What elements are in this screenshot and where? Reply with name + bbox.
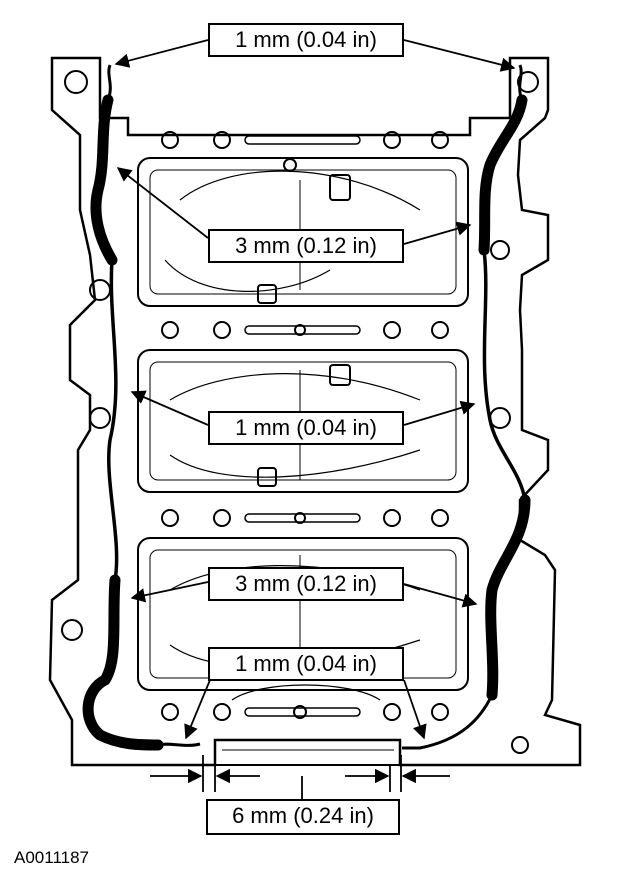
figure-id: A0011187	[14, 848, 89, 867]
callout-bottom-bead: 1 mm (0.04 in)	[208, 647, 404, 681]
block-outline	[48, 56, 582, 767]
callout-middle-bead: 1 mm (0.04 in)	[208, 411, 404, 445]
sealant-bead-right	[402, 64, 531, 750]
cylinder-bay-2	[137, 349, 469, 493]
bolt-holes	[61, 70, 539, 754]
gap-dimension	[150, 755, 450, 799]
sealant-bead-left	[82, 64, 201, 751]
callout-lower-bead: 3 mm (0.12 in)	[208, 567, 404, 601]
callout-top-bead: 1 mm (0.04 in)	[208, 23, 404, 57]
slots	[244, 135, 361, 717]
callout-upper-bead: 3 mm (0.12 in)	[208, 229, 404, 263]
callout-gap-width: 6 mm (0.24 in)	[206, 799, 400, 835]
rear-seal	[214, 684, 401, 766]
leader-arrows	[114, 39, 516, 740]
